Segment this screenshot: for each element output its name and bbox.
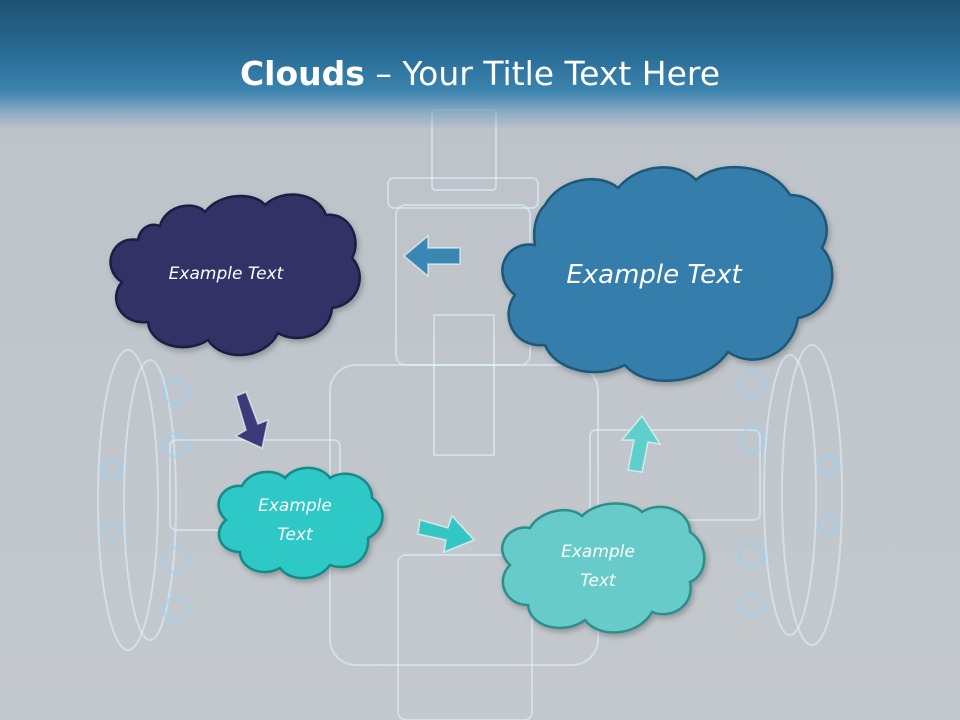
arrow-up-icon bbox=[620, 414, 662, 473]
cloud-bottom-right[interactable] bbox=[501, 502, 706, 634]
arrow-down-icon bbox=[234, 391, 270, 450]
title-bar bbox=[0, 0, 960, 130]
cloud-bottom-right-text: Example Text bbox=[561, 542, 635, 591]
cloud-bottom-left[interactable] bbox=[217, 466, 384, 580]
cloud-top-left-text: Example Text bbox=[168, 264, 284, 284]
arrow-left-icon bbox=[402, 234, 461, 278]
cloud-top-right[interactable] bbox=[501, 165, 834, 383]
title-rest: – Your Title Text Here bbox=[364, 54, 721, 93]
cloud-top-left[interactable] bbox=[109, 193, 361, 357]
slide-title: Clouds – Your Title Text Here bbox=[0, 52, 960, 96]
arrow-right-icon bbox=[417, 514, 476, 554]
title-bold: Clouds bbox=[239, 54, 365, 93]
cloud-top-right-text: Example Text bbox=[566, 260, 742, 290]
cloud-bottom-left-text: Example Text bbox=[258, 496, 332, 545]
